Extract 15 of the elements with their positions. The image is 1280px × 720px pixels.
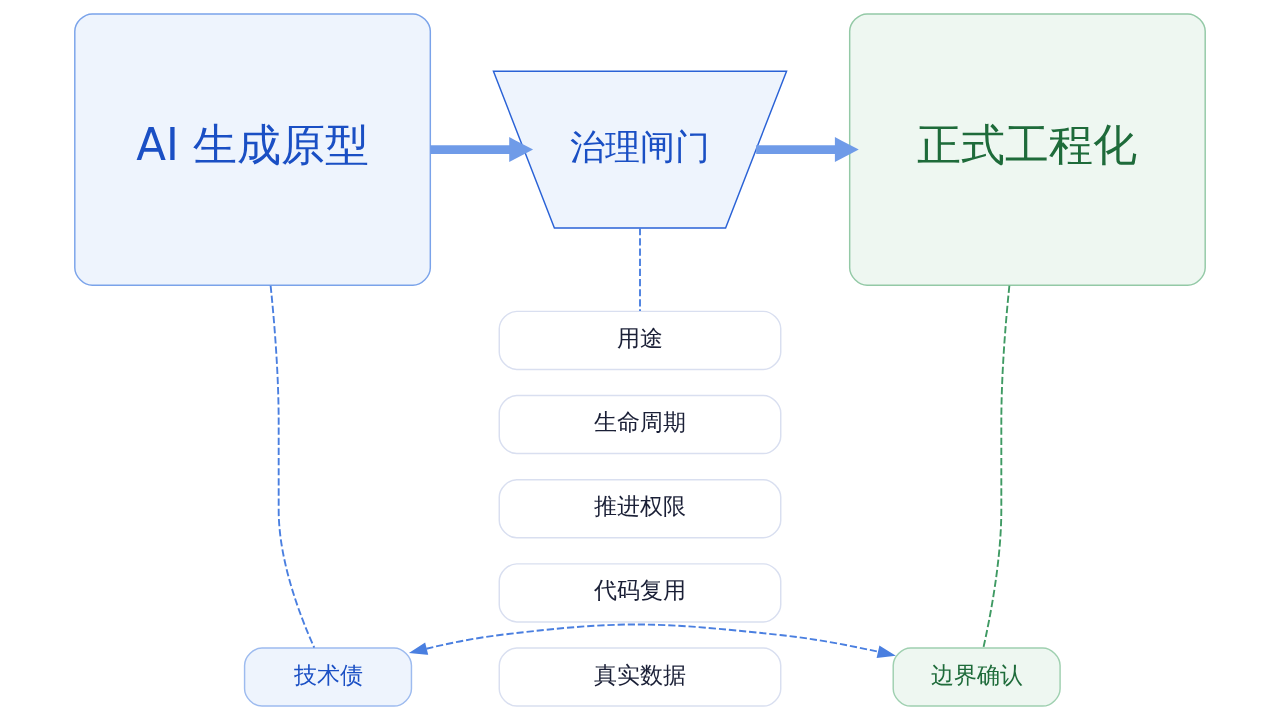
arrow	[756, 137, 859, 163]
connector	[639, 227, 641, 312]
node-box: 用途	[498, 310, 782, 371]
node-box: AI 生成原型	[74, 13, 432, 286]
connector	[982, 284, 1011, 649]
node-box: 正式工程化	[848, 13, 1206, 286]
node-box: 代码复用	[498, 563, 782, 623]
arrow	[430, 137, 534, 163]
node-box: 推进权限	[498, 479, 782, 539]
connector	[269, 284, 316, 649]
node-box: 边界确认	[892, 647, 1061, 707]
node-box: 生命周期	[498, 394, 782, 455]
node-box: 真实数据	[498, 647, 782, 707]
node-box: 技术债	[243, 647, 413, 707]
arrow	[408, 623, 896, 658]
